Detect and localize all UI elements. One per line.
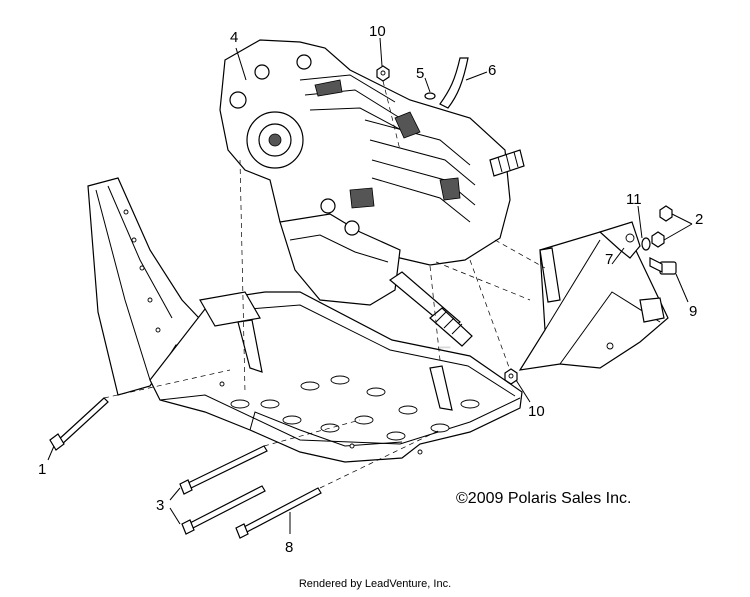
- callout-1: 1: [38, 461, 46, 478]
- copyright-text: ©2009 Polaris Sales Inc.: [456, 490, 631, 507]
- callout-10-bottom: 10: [528, 403, 545, 420]
- washer: [641, 237, 651, 251]
- engine-mount-bracket: [518, 221, 669, 371]
- bolt-3-upper: [179, 445, 268, 495]
- leader-lines: [47, 37, 693, 534]
- bolt-8: [235, 487, 322, 539]
- callout-11: 11: [626, 191, 642, 208]
- nut-bottom: [504, 368, 518, 385]
- alignment-lines: [103, 80, 546, 489]
- callout-10-top: 10: [369, 23, 386, 40]
- nut-2-upper: [659, 205, 673, 222]
- callout-9: 9: [689, 303, 697, 320]
- callout-4: 4: [230, 29, 238, 46]
- vent-hose: [439, 57, 469, 109]
- callout-6: 6: [488, 62, 496, 79]
- transmission-assembly: [219, 39, 525, 347]
- callout-8: 8: [285, 539, 293, 556]
- callout-5: 5: [416, 65, 424, 82]
- nut-top: [376, 65, 390, 82]
- callout-3: 3: [156, 497, 164, 514]
- pivot-bolt: [649, 257, 677, 275]
- render-credit: Rendered by LeadVenture, Inc.: [298, 578, 452, 590]
- callout-2: 2: [695, 211, 703, 228]
- callout-7: 7: [605, 251, 613, 268]
- hose-clamp: [424, 92, 436, 100]
- nut-2-lower: [651, 231, 665, 248]
- bolt-3-lower: [181, 485, 266, 535]
- bolt-long-1: [49, 397, 109, 451]
- frame-skid-plate: [87, 177, 523, 463]
